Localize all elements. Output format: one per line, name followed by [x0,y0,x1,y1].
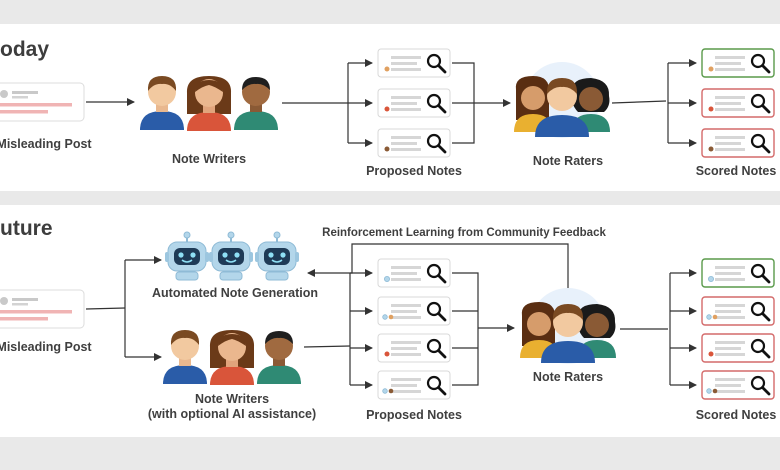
proposed-note-card [376,127,452,159]
proposed-note-card [376,295,452,327]
robot-icon [254,231,300,281]
scored-note-not-helpful [700,87,776,119]
person-icon [234,77,278,130]
today-note-writers-label: Note Writers [171,152,247,166]
automated-note-generation-robots [164,231,300,281]
automated-note-generation-label: Automated Note Generation [152,286,318,300]
future-misleading-post-card [0,289,85,329]
proposed-note-card [376,257,452,289]
robot-icon [164,231,210,281]
today-scored-notes [700,47,776,159]
today-proposed-notes [376,47,452,159]
person-icon [541,304,595,363]
today-misleading-post-label: Misleading Post [0,137,92,151]
scored-note-not-helpful [700,295,776,327]
person-icon [163,330,207,384]
person-icon [535,78,589,137]
person-icon [257,331,301,384]
scored-note-helpful [700,47,776,79]
future-proposed-notes [376,257,452,401]
robot-icon [208,231,254,281]
future-scored-notes [700,257,776,401]
future-section-title: uture [0,217,53,240]
today-misleading-post-card [0,82,85,122]
future-proposed-notes-label: Proposed Notes [366,408,462,422]
person-icon [140,76,184,130]
today-note-raters-label: Note Raters [532,154,604,168]
proposed-note-card [376,369,452,401]
future-note-raters-group [520,288,616,364]
future-note-raters-label: Note Raters [532,370,604,384]
future-note-writers-label: Note Writers [194,392,270,406]
person-icon [209,330,255,385]
feedback-loop-label: Reinforcement Learning from Community Fe… [322,227,606,239]
scored-note-not-helpful [700,369,776,401]
proposed-note-card [376,47,452,79]
today-section-title: oday [0,38,50,61]
scored-note-not-helpful [700,127,776,159]
proposed-note-card [376,332,452,364]
future-misleading-post-label: Misleading Post [0,340,92,354]
today-note-raters-group [514,62,610,138]
person-icon [514,76,552,132]
today-note-writers-group [140,76,278,131]
today-proposed-notes-label: Proposed Notes [366,164,462,178]
person-icon [186,76,232,131]
today-scored-notes-label: Scored Notes [695,164,777,178]
proposed-note-card [376,87,452,119]
future-note-writers-group [163,330,301,385]
future-note-writers-sublabel: (with optional AI assistance) [147,407,317,421]
future-scored-notes-label: Scored Notes [695,408,777,422]
scored-note-helpful [700,257,776,289]
scored-note-not-helpful [700,332,776,364]
